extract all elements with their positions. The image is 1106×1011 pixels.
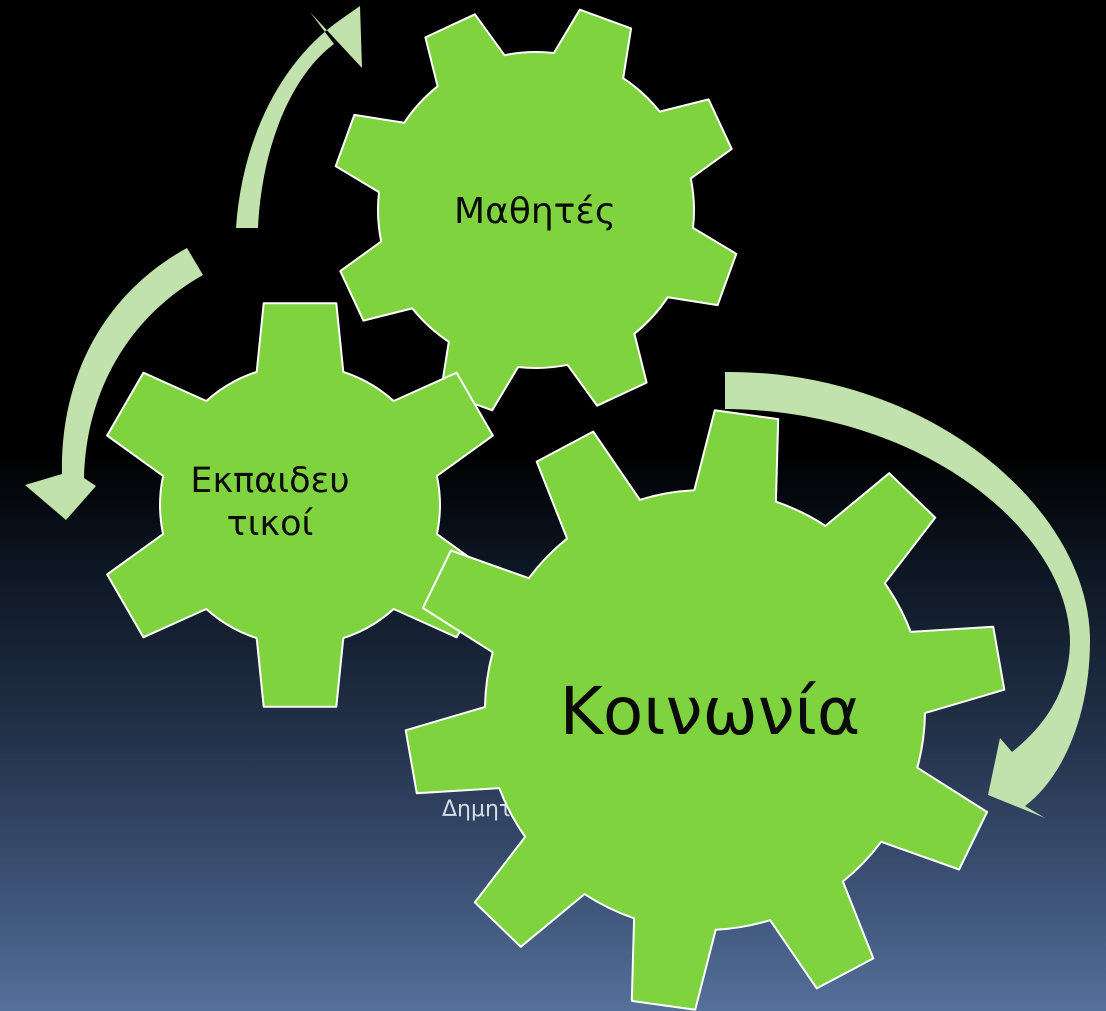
arrow-top-curved: [236, 6, 362, 228]
gear-label-educators: Εκπαιδευ τικοί: [190, 461, 350, 544]
arrow-right-curved: [725, 371, 1090, 818]
gear-label-society: Κοινωνία: [559, 673, 861, 750]
arrow-left-curved: [25, 248, 203, 520]
gear-students: [334, 8, 738, 412]
arrows-layer: [25, 6, 1090, 818]
gear-educators: [106, 302, 494, 708]
gears-layer: [106, 8, 1006, 1011]
gear-society: [404, 409, 1006, 1011]
gear-label-students: Μαθητές: [454, 191, 616, 232]
